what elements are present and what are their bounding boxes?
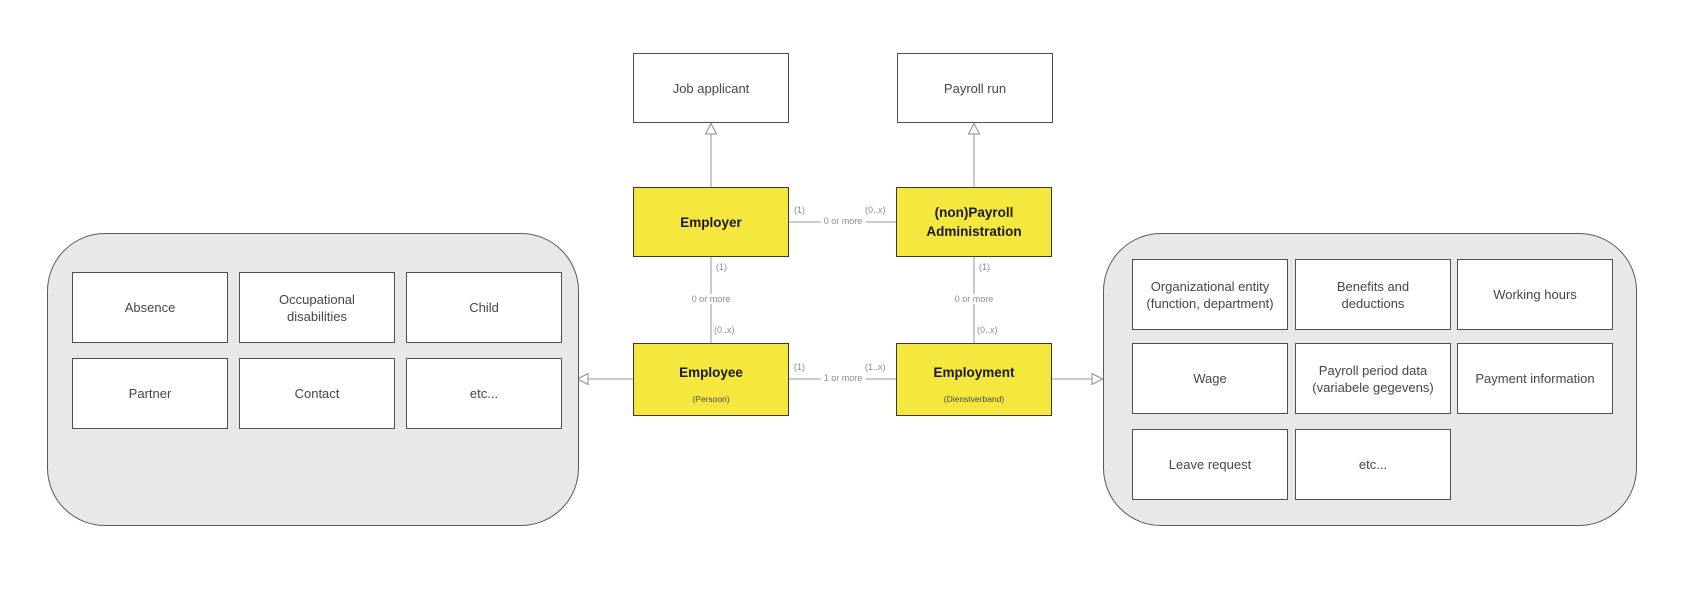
entity-employee: Employee (Persoon): [633, 343, 789, 416]
cardinality-label: (1): [794, 205, 805, 215]
cardinality-label: (0..x): [865, 205, 886, 215]
cardinality-label: (1..x): [865, 362, 886, 372]
cardinality-label: (1): [716, 262, 727, 272]
box-label: etc...: [469, 386, 499, 401]
box-label: Child: [469, 300, 499, 315]
entity-label: Payroll run: [943, 80, 1007, 96]
entity-label: Job applicant: [672, 80, 750, 96]
entity-subtitle: (Dienstverband): [943, 394, 1005, 404]
box-wage: Wage: [1132, 343, 1288, 414]
box-working-hours: Working hours: [1457, 259, 1613, 330]
arrowhead-right-employment-group: [1091, 372, 1104, 386]
box-contact: Contact: [239, 358, 395, 429]
box-label: Occupational disabilities: [279, 291, 355, 324]
cardinality-label: (0..x): [714, 325, 735, 335]
box-label: Absence: [124, 300, 176, 315]
arrowhead-left-employee-group: [576, 372, 589, 386]
entity-label: Employer: [680, 214, 742, 230]
box-leave-request: Leave request: [1132, 429, 1288, 500]
cardinality-label: 0 or more: [688, 294, 734, 304]
box-label: Wage: [1193, 371, 1227, 386]
entity-label: Employment: [933, 365, 1015, 380]
box-benefits-deductions: Benefits and deductions: [1295, 259, 1451, 330]
box-organizational-entity: Organizational entity (function, departm…: [1132, 259, 1288, 330]
box-label: etc...: [1358, 457, 1388, 472]
arrowhead-up-job-applicant: [704, 122, 718, 135]
cardinality-label: 0 or more: [951, 294, 997, 304]
cardinality-label: (1): [979, 262, 990, 272]
entity-employment: Employment (Dienstverband): [896, 343, 1052, 416]
box-child: Child: [406, 272, 562, 343]
cardinality-label: 0 or more: [820, 216, 866, 226]
box-payment-information: Payment information: [1457, 343, 1613, 414]
box-label: Organizational entity (function, departm…: [1146, 278, 1274, 311]
box-payroll-period-data: Payroll period data (variabele gegevens): [1295, 343, 1451, 414]
entity-label: (non)Payroll Administration: [926, 205, 1022, 239]
box-label: Contact: [294, 386, 340, 401]
entity-employer: Employer: [633, 187, 789, 257]
box-etc-employment: etc...: [1295, 429, 1451, 500]
box-label: Payroll period data (variabele gegevens): [1312, 362, 1434, 395]
entity-job-applicant: Job applicant: [633, 53, 789, 123]
cardinality-label: (1): [794, 362, 805, 372]
box-occupational-disabilities: Occupational disabilities: [239, 272, 395, 343]
entity-label: Employee: [679, 365, 743, 380]
entity-payroll-run: Payroll run: [897, 53, 1053, 123]
box-etc-employee: etc...: [406, 358, 562, 429]
box-partner: Partner: [72, 358, 228, 429]
box-label: Working hours: [1493, 287, 1577, 302]
box-label: Leave request: [1168, 457, 1252, 472]
cardinality-label: 1 or more: [820, 373, 866, 383]
box-label: Partner: [128, 386, 172, 401]
cardinality-label: (0..x): [977, 325, 998, 335]
box-label: Benefits and deductions: [1336, 278, 1410, 311]
box-label: Payment information: [1475, 371, 1595, 386]
box-absence: Absence: [72, 272, 228, 343]
entity-subtitle: (Persoon): [692, 394, 730, 404]
arrowhead-up-payroll-run: [967, 122, 981, 135]
entity-nonpayroll-administration: (non)Payroll Administration: [896, 187, 1052, 257]
